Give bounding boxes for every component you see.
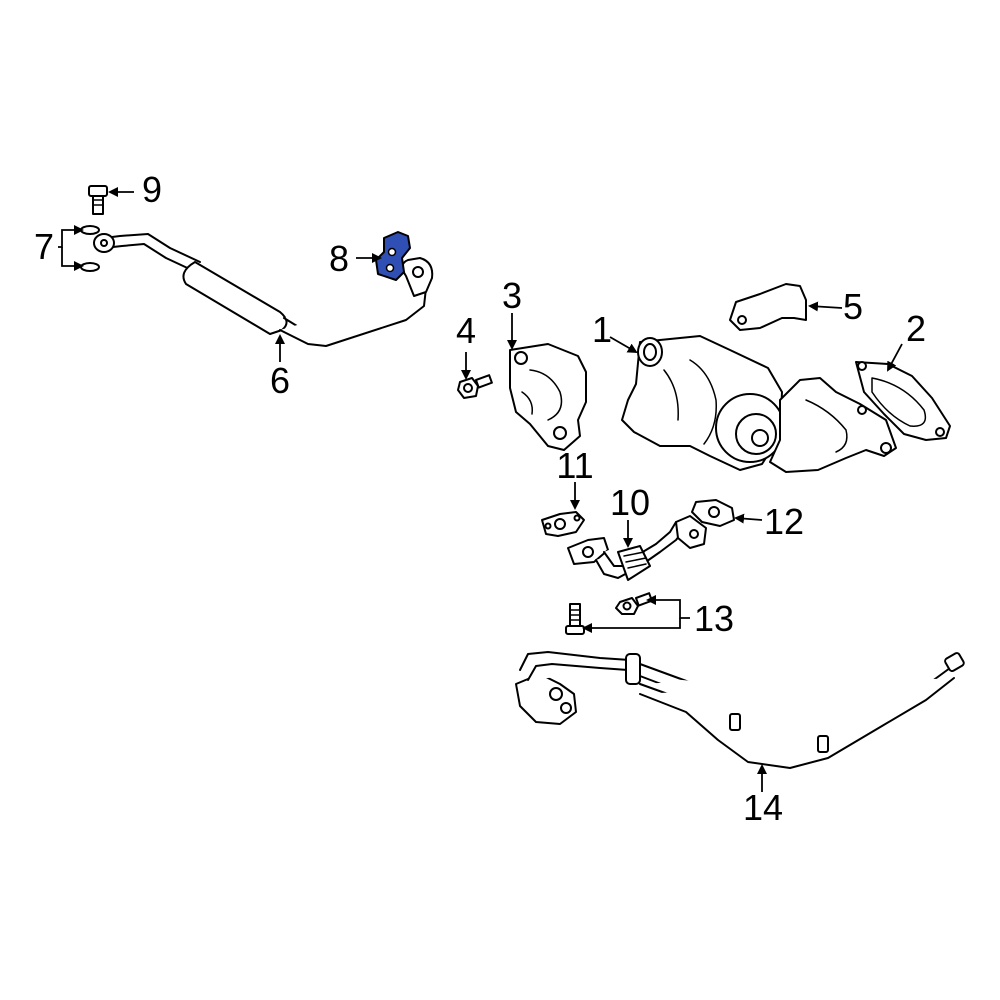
callout-11: 11 (556, 445, 594, 486)
callout-12: 12 (763, 501, 805, 542)
part-13-bolts[interactable] (565, 592, 653, 635)
callout-7: 7 (33, 226, 55, 267)
part-10-return-tube[interactable] (567, 515, 707, 581)
callout-5: 5 (842, 286, 864, 327)
callout-1: 1 (591, 309, 613, 350)
callout-13: 13 (693, 598, 735, 639)
callout-3: 3 (501, 275, 523, 316)
callout-10: 10 (609, 482, 651, 523)
callout-14: 14 (742, 787, 784, 828)
callout-4: 4 (455, 310, 477, 351)
part-3-heat-shield[interactable] (509, 343, 587, 451)
part-1-turbocharger[interactable] (621, 335, 897, 473)
callout-6: 6 (269, 360, 291, 401)
leader-lines (58, 187, 903, 792)
callout-2: 2 (905, 308, 927, 349)
part-6-oil-line[interactable] (93, 233, 434, 347)
part-2-gasket[interactable] (855, 361, 951, 441)
part-8-bracket[interactable] (375, 231, 411, 281)
part-9-bolt[interactable] (88, 185, 108, 215)
part-4-bolt[interactable] (457, 374, 493, 399)
part-5-bracket[interactable] (729, 283, 807, 331)
part-12-gasket[interactable] (691, 499, 735, 527)
part-11-gasket[interactable] (541, 511, 585, 537)
part-14-coolant-lines[interactable] (515, 651, 965, 769)
callout-9: 9 (141, 169, 163, 210)
callout-8: 8 (328, 238, 350, 279)
